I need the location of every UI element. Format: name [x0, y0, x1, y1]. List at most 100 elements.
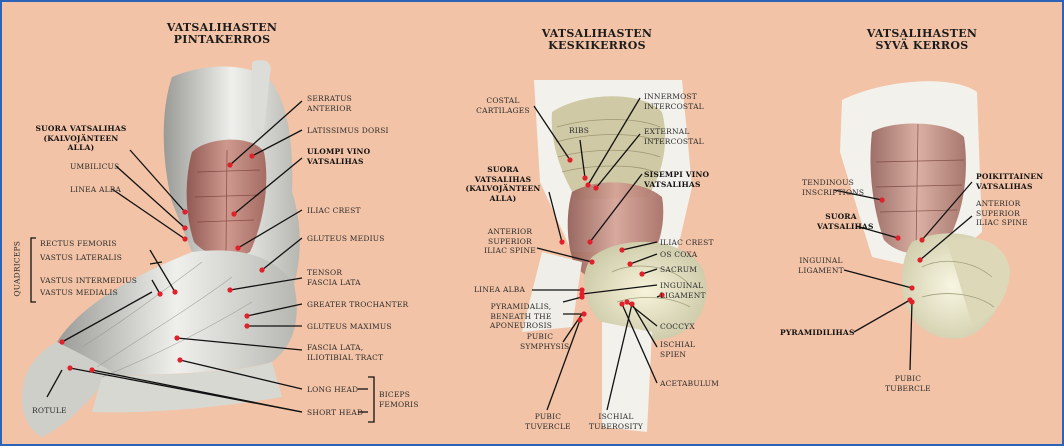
label-fascia-lata-iliotibial-tract: FASCIA LATA, ILIOTIBIAL TRACT	[307, 343, 383, 362]
panel-title-line-2: SYVÄ KERROS	[857, 40, 987, 52]
label-rotule: ROTULE	[32, 406, 67, 416]
label-line: VATSALIHAS	[462, 175, 544, 185]
label-line: SUPERIOR	[480, 237, 540, 247]
label-linea-alba: LINEA ALBA	[70, 185, 121, 195]
label-umbilicus: UMBILICUS	[70, 162, 119, 172]
label-latissimus-dorsi: LATISSIMUS DORSI	[307, 126, 389, 136]
label-line: FEMORIS	[379, 400, 419, 410]
label-line: TUBERCLE	[884, 384, 932, 394]
label-line: TENDINOUS	[802, 178, 864, 188]
label-external-intercostal: EXTERNAL INTERCOSTAL	[644, 127, 704, 146]
label-tendinous-inscriptions: TENDINOUS INSCRIPTIONS	[802, 178, 864, 197]
label-line: ALLA)	[462, 194, 544, 204]
label-linea-alba: LINEA ALBA	[474, 285, 525, 295]
label-iliac-crest: ILIAC CREST	[307, 206, 361, 216]
label-ischial-tuberosity: ISCHIAL TUBEROSITY	[587, 412, 645, 431]
label-line: INSCRIPTIONS	[802, 188, 864, 198]
label-line: VATSALIHAS	[307, 157, 370, 167]
label-line: FASCIA LATA	[307, 278, 361, 288]
label-line: SISEMPI VINO	[644, 170, 709, 180]
middle-layer-illustration	[422, 2, 772, 448]
label-ischial-spine: ISCHIAL SPIEN	[660, 340, 695, 359]
label-line: ILIAC SPINE	[480, 246, 540, 256]
label-line: VATSALIHAS	[817, 222, 865, 232]
label-pyramidalis: PYRAMIDALIS, BENEATH THE APONEUROSIS	[480, 302, 562, 331]
label-gluteus-medius: GLUTEUS MEDIUS	[307, 234, 385, 244]
label-pubic-tubercle: PUBIC TUBERCLE	[884, 374, 932, 393]
label-line: FASCIA LATA,	[307, 343, 383, 353]
label-line: SUORA	[462, 165, 544, 175]
label-line: SERRATUS	[307, 94, 352, 104]
label-inguinal-ligament: INGUINAL LIGAMENT	[660, 281, 706, 300]
label-vastus-medialis: VASTUS MEDIALIS	[40, 288, 118, 298]
label-line: SPIEN	[660, 350, 695, 360]
label-suora-vatsalihas: SUORA VATSALIHAS (KALVOJÄNTEEN ALLA)	[32, 124, 130, 153]
label-line: PYRAMIDALIS,	[480, 302, 562, 312]
label-rectus-femoris: RECTUS FEMORIS	[40, 239, 117, 249]
panel-title: VATSALIHASTEN KESKIKERROS	[522, 28, 672, 52]
label-quadriceps: QUADRICEPS	[12, 234, 22, 304]
label-line: (KALVOJÄNTEEN	[32, 134, 130, 144]
label-vastus-lateralis: VASTUS LATERALIS	[40, 253, 122, 263]
label-line: TENSOR	[307, 268, 361, 278]
label-inguinal-ligament: INGUINAL LIGAMENT	[797, 256, 845, 275]
label-line: SUORA	[817, 212, 865, 222]
label-line: ILIAC SPINE	[976, 218, 1028, 228]
label-poikittainen-vatsalihas: POIKITTAINEN VATSALIHAS	[976, 172, 1043, 191]
label-line: ULOMPI VINO	[307, 147, 370, 157]
label-line: APONEUROSIS	[480, 321, 562, 331]
label-tensor-fascia-lata: TENSOR FASCIA LATA	[307, 268, 361, 287]
label-os-coxa: OS COXA	[660, 250, 697, 260]
label-line: TUVERCLE	[524, 422, 572, 432]
label-line: SUPERIOR	[976, 209, 1028, 219]
panel-title: VATSALIHASTEN SYVÄ KERROS	[857, 28, 987, 52]
label-line: ANTERIOR	[480, 227, 540, 237]
label-acetabulum: ACETABULUM	[660, 379, 719, 389]
panel-title: VATSALIHASTEN PINTAKERROS	[152, 22, 292, 46]
label-pyramidilihas: PYRAMIDILIHAS	[780, 328, 855, 338]
label-greater-trochanter: GREATER TROCHANTER	[307, 300, 408, 310]
label-iliac-crest: ILIAC CREST	[660, 238, 714, 248]
label-line: LIGAMENT	[797, 266, 845, 276]
label-line: PUBIC	[884, 374, 932, 384]
label-line: LIGAMENT	[660, 291, 706, 301]
superficial-layer-illustration	[2, 2, 422, 448]
label-line: VATSALIHAS	[976, 182, 1043, 192]
label-line: ISCHIAL	[587, 412, 645, 422]
label-line: ANTERIOR	[976, 199, 1028, 209]
label-suora-vatsalihas: SUORA VATSALIHAS (KALVOJÄNTEEN ALLA)	[462, 165, 544, 203]
label-line: (KALVOJÄNTEEN	[462, 184, 544, 194]
label-anterior-superior-iliac-spine: ANTERIOR SUPERIOR ILIAC SPINE	[976, 199, 1028, 228]
label-line: TUBEROSITY	[587, 422, 645, 432]
label-ribs: RIBS	[569, 126, 589, 136]
label-line: EXTERNAL	[644, 127, 704, 137]
label-line: INTERCOSTAL	[644, 102, 704, 112]
label-serratus-anterior: SERRATUS ANTERIOR	[307, 94, 352, 113]
label-gluteus-maximus: GLUTEUS MAXIMUS	[307, 322, 392, 332]
label-line: VATSALIHAS	[644, 180, 709, 190]
label-sisempi-vino-vatsalihas: SISEMPI VINO VATSALIHAS	[644, 170, 709, 189]
label-line: INNERMOST	[644, 92, 704, 102]
label-long-head: LONG HEAD	[307, 385, 358, 395]
label-line: BICEPS	[379, 390, 419, 400]
label-line: ANTERIOR	[307, 104, 352, 114]
label-line: ISCHIAL	[660, 340, 695, 350]
label-sacrum: SACRUM	[660, 265, 697, 275]
label-line: POIKITTAINEN	[976, 172, 1043, 182]
label-line: INGUINAL	[660, 281, 706, 291]
label-innermost-intercostal: INNERMOST INTERCOSTAL	[644, 92, 704, 111]
label-line: PUBIC	[524, 412, 572, 422]
label-line: SUORA VATSALIHAS	[32, 124, 130, 134]
label-coccyx: COCCYX	[660, 322, 695, 332]
label-line: BENEATH THE	[480, 312, 562, 322]
label-line: INGUINAL	[797, 256, 845, 266]
panel-title-line-2: PINTAKERROS	[152, 34, 292, 46]
panel-title-line-2: KESKIKERROS	[522, 40, 672, 52]
label-line: CARTILAGES	[472, 106, 534, 116]
label-costal-cartilages: COSTAL CARTILAGES	[472, 96, 534, 115]
panel-superficial-layer: VATSALIHASTEN PINTAKERROS SERRATUS ANTER…	[2, 2, 422, 448]
label-ulompi-vino-vatsalihas: ULOMPI VINO VATSALIHAS	[307, 147, 370, 166]
label-pubic-symphysis: PUBIC SYMPHYSIS	[520, 332, 560, 351]
label-line: ALLA)	[32, 143, 130, 153]
